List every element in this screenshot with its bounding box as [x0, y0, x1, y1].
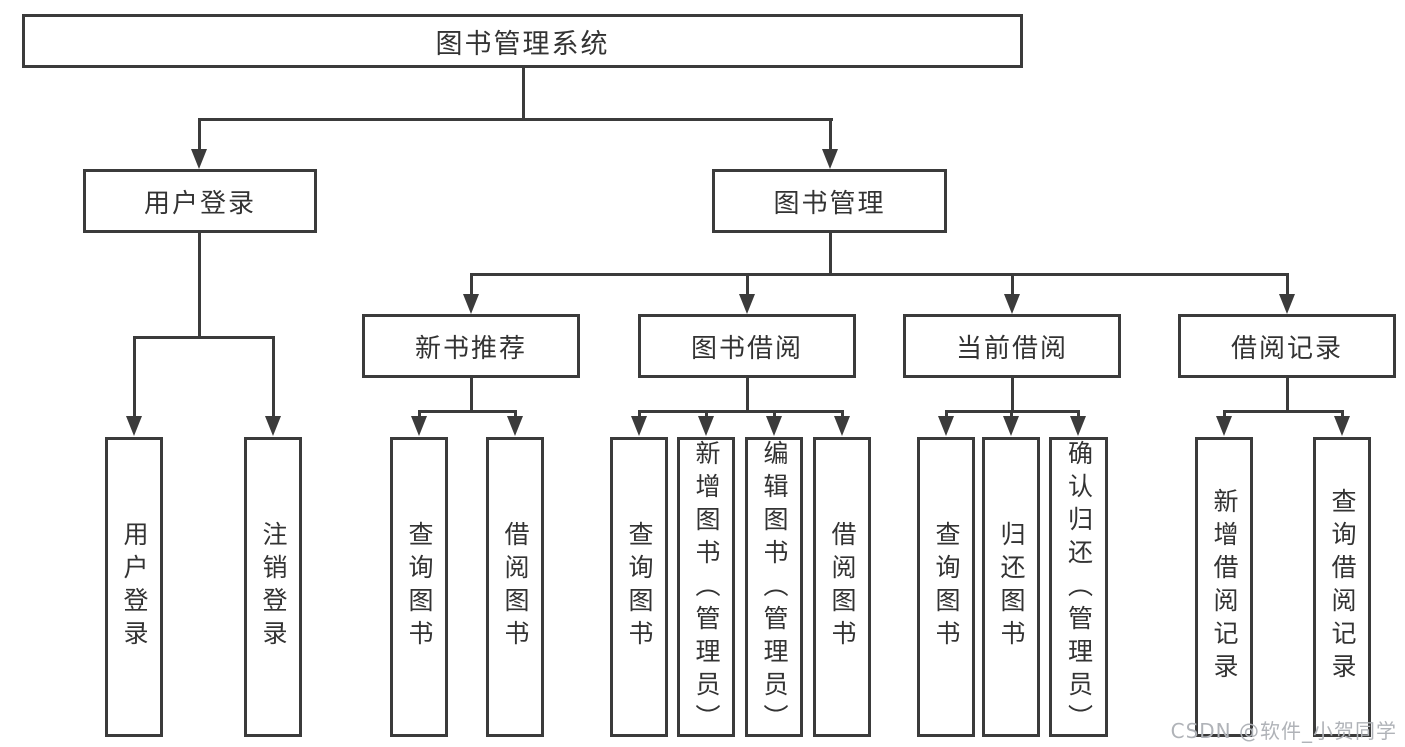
leaf-borrow-books-label: 借阅图书 — [828, 521, 857, 653]
node-current-borrow-label: 当前借阅 — [955, 333, 1068, 364]
connector-cb-leaf1-drop — [945, 410, 948, 418]
leaf-return-books: 归还图书 — [982, 437, 1040, 737]
arrow-cb-leaf3 — [1070, 416, 1086, 436]
leaf-add-borrow-record: 新增借阅记录 — [1195, 437, 1253, 737]
leaf-query-books-recommend: 查询图书 — [390, 437, 448, 737]
leaf-edit-book-admin-label: 编辑图书（管理员） — [760, 440, 789, 737]
arrow-bb-leaf3 — [766, 416, 782, 436]
connector-bb-leaf4-drop — [841, 410, 844, 418]
arrow-bb-leaf4 — [834, 416, 850, 436]
arrow-nb-leaf2 — [507, 416, 523, 436]
node-root-label: 图书管理系统 — [435, 28, 610, 60]
leaf-borrow-books-recommend: 借阅图书 — [486, 437, 544, 737]
node-book-borrow-label: 图书借阅 — [690, 333, 803, 364]
node-current-borrow: 当前借阅 — [903, 314, 1121, 378]
node-new-book-recommend-label: 新书推荐 — [414, 333, 527, 364]
arrow-to-leaf-logout — [265, 416, 281, 436]
leaf-query-books-current-label: 查询图书 — [932, 521, 961, 653]
leaf-query-borrow-record: 查询借阅记录 — [1313, 437, 1371, 737]
connector-bookborrow-drop — [746, 273, 749, 295]
arrow-to-currentborrow — [1004, 294, 1020, 314]
connector-bb-leaf3-drop — [773, 410, 776, 418]
node-book-management-label: 图书管理 — [773, 188, 886, 219]
connector-mgmt-stem — [829, 233, 832, 276]
connector-currentborrow-drop — [1011, 273, 1014, 295]
connector-cb-leaf2-drop — [1010, 410, 1013, 418]
leaf-edit-book-admin: 编辑图书（管理员） — [745, 437, 803, 737]
arrow-bb-leaf2 — [698, 416, 714, 436]
leaf-query-borrow-record-label: 查询借阅记录 — [1328, 488, 1357, 686]
leaf-add-book-admin: 新增图书（管理员） — [677, 437, 735, 737]
connector-root-stem — [522, 68, 525, 121]
leaf-user-login-label: 用户登录 — [120, 521, 149, 653]
leaf-return-books-label: 归还图书 — [997, 521, 1026, 653]
node-borrow-records: 借阅记录 — [1178, 314, 1396, 378]
arrow-to-book-mgmt — [822, 149, 838, 169]
connector-newbooks-rail — [418, 410, 517, 413]
leaf-confirm-return-admin: 确认归还（管理员） — [1049, 437, 1108, 737]
connector-records-drop — [1286, 273, 1289, 295]
connector-newbooks-stem — [470, 378, 473, 412]
arrow-nb-leaf1 — [411, 416, 427, 436]
connector-level2-rail — [198, 118, 833, 121]
leaf-query-books-current: 查询图书 — [917, 437, 975, 737]
arrow-rec-leaf2 — [1334, 416, 1350, 436]
leaf-query-books-recommend-label: 查询图书 — [405, 521, 434, 653]
connector-rec-leaf1-drop — [1223, 410, 1226, 418]
leaf-user-login: 用户登录 — [105, 437, 163, 737]
connector-user-leaf1-drop — [133, 336, 136, 416]
node-borrow-records-label: 借阅记录 — [1230, 333, 1343, 364]
arrow-to-bookborrow — [739, 294, 755, 314]
connector-bb-leaf2-drop — [705, 410, 708, 418]
csdn-watermark: CSDN @软件_小贺同学 — [1170, 719, 1397, 743]
connector-user-login-drop — [198, 118, 201, 152]
leaf-add-book-admin-label: 新增图书（管理员） — [692, 440, 721, 737]
arrow-to-leaf-user-login — [126, 416, 142, 436]
arrow-bb-leaf1 — [631, 416, 647, 436]
connector-records-rail — [1223, 410, 1344, 413]
node-book-management: 图书管理 — [712, 169, 947, 233]
arrow-cb-leaf1 — [938, 416, 954, 436]
arrow-cb-leaf2 — [1003, 416, 1019, 436]
leaf-add-borrow-record-label: 新增借阅记录 — [1210, 488, 1239, 686]
connector-bookborrow-stem — [746, 378, 749, 412]
connector-records-stem — [1286, 378, 1289, 412]
connector-rec-leaf2-drop — [1341, 410, 1344, 418]
arrow-to-user-login — [191, 149, 207, 169]
leaf-query-books-borrow: 查询图书 — [610, 437, 668, 737]
connector-level3-rail — [470, 273, 1289, 276]
connector-nb-leaf1-drop — [418, 410, 421, 418]
leaf-logout-label: 注销登录 — [259, 521, 288, 653]
connector-cb-leaf3-drop — [1077, 410, 1080, 418]
connector-bb-leaf1-drop — [638, 410, 641, 418]
connector-user-leaf2-drop — [272, 336, 275, 416]
node-book-borrow: 图书借阅 — [638, 314, 856, 378]
connector-currentborrow-stem — [1011, 378, 1014, 412]
node-user-login: 用户登录 — [83, 169, 317, 233]
arrow-to-newbooks — [463, 294, 479, 314]
connector-user-stem — [198, 233, 201, 338]
connector-book-mgmt-drop — [829, 118, 832, 152]
node-user-login-label: 用户登录 — [143, 188, 256, 219]
connector-bookborrow-rail — [638, 410, 844, 413]
connector-nb-leaf2-drop — [514, 410, 517, 418]
connector-user-rail — [133, 336, 275, 339]
leaf-confirm-return-admin-label: 确认归还（管理员） — [1064, 440, 1094, 737]
node-new-book-recommend: 新书推荐 — [362, 314, 580, 378]
connector-newbooks-drop — [470, 273, 473, 295]
arrow-to-records — [1279, 294, 1295, 314]
leaf-borrow-books: 借阅图书 — [813, 437, 871, 737]
leaf-logout: 注销登录 — [244, 437, 302, 737]
arrow-rec-leaf1 — [1216, 416, 1232, 436]
leaf-borrow-books-recommend-label: 借阅图书 — [501, 521, 530, 653]
node-root: 图书管理系统 — [22, 14, 1023, 68]
leaf-query-books-borrow-label: 查询图书 — [625, 521, 654, 653]
